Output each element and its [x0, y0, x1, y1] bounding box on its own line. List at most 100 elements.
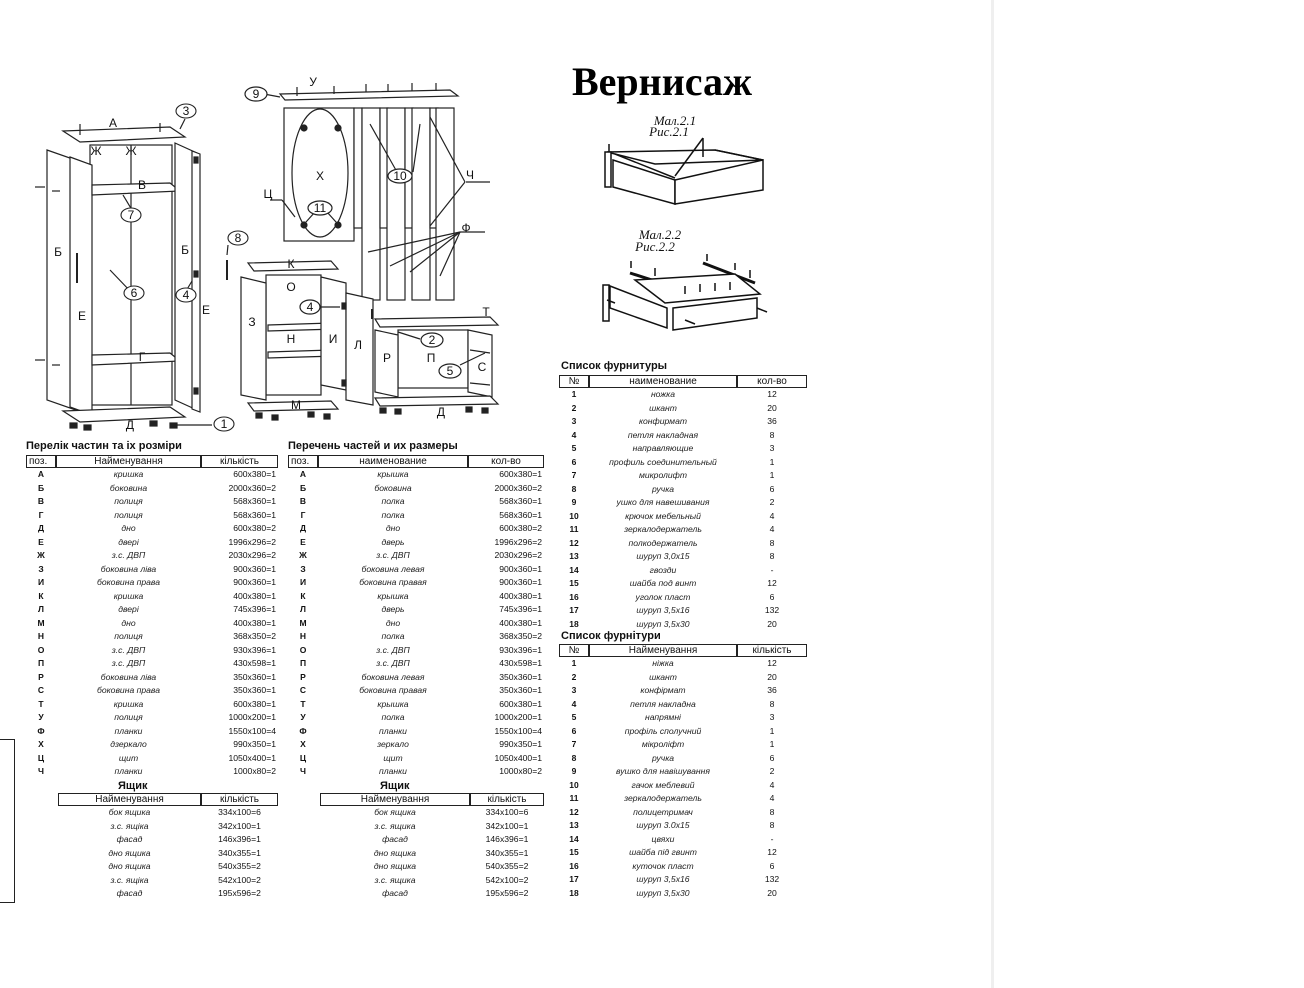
cell-b: полкодержатель [628, 537, 698, 548]
label-b-1: Б [54, 245, 62, 259]
cell-c: 20 [767, 671, 777, 682]
cell-b: боковина правая [359, 685, 427, 695]
cell-b: боковина левая [361, 671, 425, 682]
cell-a: З [38, 563, 44, 574]
margin-box [0, 739, 15, 903]
cell-b: боковина ліва [100, 671, 157, 682]
cell-a: 10 [569, 510, 579, 521]
cell-a: С [37, 685, 45, 695]
cell-a: 12 [569, 537, 579, 548]
cell-b: зеркало [377, 739, 409, 749]
cell-b: полиця [114, 496, 143, 506]
cell-b: планки [114, 725, 143, 736]
cell-a: Г [38, 509, 44, 520]
cell-b: 334x100=6 [485, 807, 529, 817]
cell-c: 430x598=1 [233, 658, 276, 668]
cell-b: боковина левая [361, 563, 425, 574]
label-d: Д [126, 418, 134, 432]
cell-c: 20 [767, 402, 777, 413]
cell-c: 400x380=1 [233, 617, 276, 628]
fig22-caption-ua: Мал.2.2 [638, 228, 682, 242]
cell-a: дно ящика [373, 847, 417, 858]
label-u: У [309, 75, 317, 89]
callout-4b: 4 [307, 300, 314, 314]
cell-c: 900x360=1 [233, 577, 276, 587]
cell-b: боковина ліва [100, 563, 157, 574]
cell-c: 1996x296=2 [228, 536, 276, 547]
cell-c: 900x360=1 [233, 563, 276, 574]
cell-b: 146x396=1 [218, 834, 261, 844]
cell-a: 3 [571, 416, 577, 426]
col-num: № [559, 644, 589, 657]
cell-a: дно ящика [108, 847, 151, 858]
cell-b: 340x355=1 [485, 847, 529, 858]
cell-a: В [37, 496, 45, 506]
cell-b: 195x596=2 [485, 888, 529, 898]
col-qty: кількість [470, 793, 544, 806]
cell-b: шуруп 3,5x30 [636, 618, 690, 629]
cell-b: полиця [114, 712, 143, 722]
cell-a: П [37, 658, 45, 668]
cell-b: 540x355=2 [218, 861, 261, 871]
cell-a: 8 [571, 483, 577, 494]
cell-b: з.с. ДВП [111, 644, 146, 655]
col-name: Найменування [56, 455, 201, 468]
cell-c: 568x360=1 [233, 496, 276, 506]
cell-a: И [37, 577, 45, 587]
cell-b: кришка [113, 590, 144, 601]
callout-4: 4 [183, 288, 190, 302]
label-b-2: Б [181, 243, 189, 257]
cell-b: полка [381, 509, 405, 520]
cell-c: 132 [764, 874, 780, 884]
cell-b: 540x355=2 [485, 861, 529, 871]
cell-c: 368x350=2 [499, 631, 542, 641]
cell-c: 1050x400=1 [228, 752, 276, 763]
cell-a: К [300, 590, 306, 601]
col-qty: кількість [201, 793, 278, 806]
label-r: Р [383, 351, 391, 365]
cell-b: шуруп 3,5x16 [636, 874, 690, 884]
callout-10: 10 [393, 169, 407, 183]
cell-c: 12 [767, 389, 777, 399]
cell-b: з.с. ДВП [111, 658, 146, 668]
product-title: Вернисаж [572, 59, 753, 104]
callout-7: 7 [128, 208, 135, 222]
cell-a: К [38, 590, 44, 601]
cell-b: дно [385, 523, 401, 533]
cell-a: 13 [569, 551, 579, 561]
callout-8: 8 [235, 231, 242, 245]
cell-b: куточок пласт [632, 860, 694, 871]
cell-c: 8 [769, 806, 775, 817]
cell-c: 2030x296=2 [494, 550, 542, 560]
cell-a: 17 [569, 874, 579, 884]
cell-a: Т [300, 698, 306, 709]
fig21-caption-ua: Мал.2.1 [653, 113, 696, 128]
cell-b: щит [383, 752, 403, 763]
cell-a: 4 [571, 429, 577, 440]
cell-c: 350x360=1 [499, 685, 542, 695]
col-pos: поз. [288, 455, 318, 468]
cell-a: фасад [116, 834, 143, 844]
cell-c: 600x380=1 [233, 469, 276, 479]
cell-b: боковина [374, 482, 412, 493]
